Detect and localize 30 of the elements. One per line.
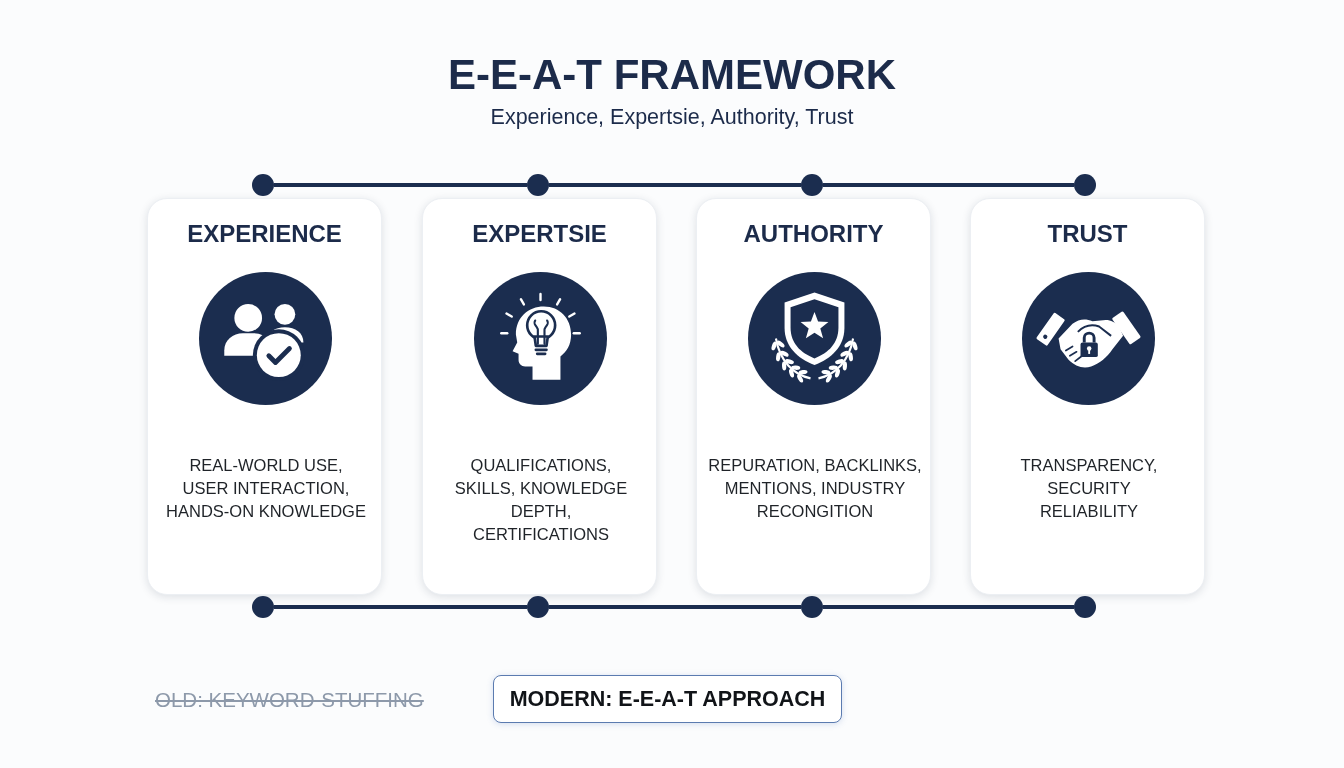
rail-line bbox=[823, 183, 1074, 187]
rail-dot bbox=[1074, 596, 1096, 618]
title: E-E-A-T FRAMEWORK bbox=[448, 51, 896, 99]
pillar-card bbox=[970, 198, 1205, 595]
card-description: QUALIFICATIONS, SKILLS, KNOWLEDGE DEPTH, CERTIFICATIONS bbox=[453, 455, 629, 545]
rail-dot bbox=[252, 596, 274, 618]
card-heading: EXPERTSIE bbox=[472, 219, 607, 249]
rail-line bbox=[549, 605, 801, 609]
card-heading: EXPERIENCE bbox=[187, 219, 342, 249]
card-heading: TRUST bbox=[1047, 219, 1128, 249]
rail-dot bbox=[801, 174, 823, 196]
rail-dot bbox=[527, 596, 549, 618]
pillar-card bbox=[422, 198, 657, 595]
rail-line bbox=[823, 605, 1074, 609]
highlight-tag: MODERN: E-E-A-T APPROACH bbox=[493, 675, 842, 723]
rail-line bbox=[549, 183, 801, 187]
deprecated-label: OLD: KEYWORD-STUFFING bbox=[155, 686, 424, 712]
rail-dot bbox=[801, 596, 823, 618]
card-description: REAL-WORLD USE, USER INTERACTION, HANDS-ON KNOWLEDGE bbox=[165, 455, 367, 522]
subtitle: Experience, Expertsie, Authority, Trust bbox=[490, 104, 854, 130]
pillar-card bbox=[147, 198, 382, 595]
rail-line bbox=[274, 605, 527, 609]
rail-dot bbox=[1074, 174, 1096, 196]
card-description: TRANSPARENCY, SECURITY RELIABILITY bbox=[1019, 455, 1159, 522]
rail-dot bbox=[527, 174, 549, 196]
card-heading: AUTHORITY bbox=[743, 219, 884, 249]
pillar-card bbox=[696, 198, 931, 595]
rail-line bbox=[274, 183, 527, 187]
card-description: REPURATION, BACKLINKS, MENTIONS, INDUSTRY RECONGITION bbox=[707, 455, 923, 522]
rail-dot bbox=[252, 174, 274, 196]
